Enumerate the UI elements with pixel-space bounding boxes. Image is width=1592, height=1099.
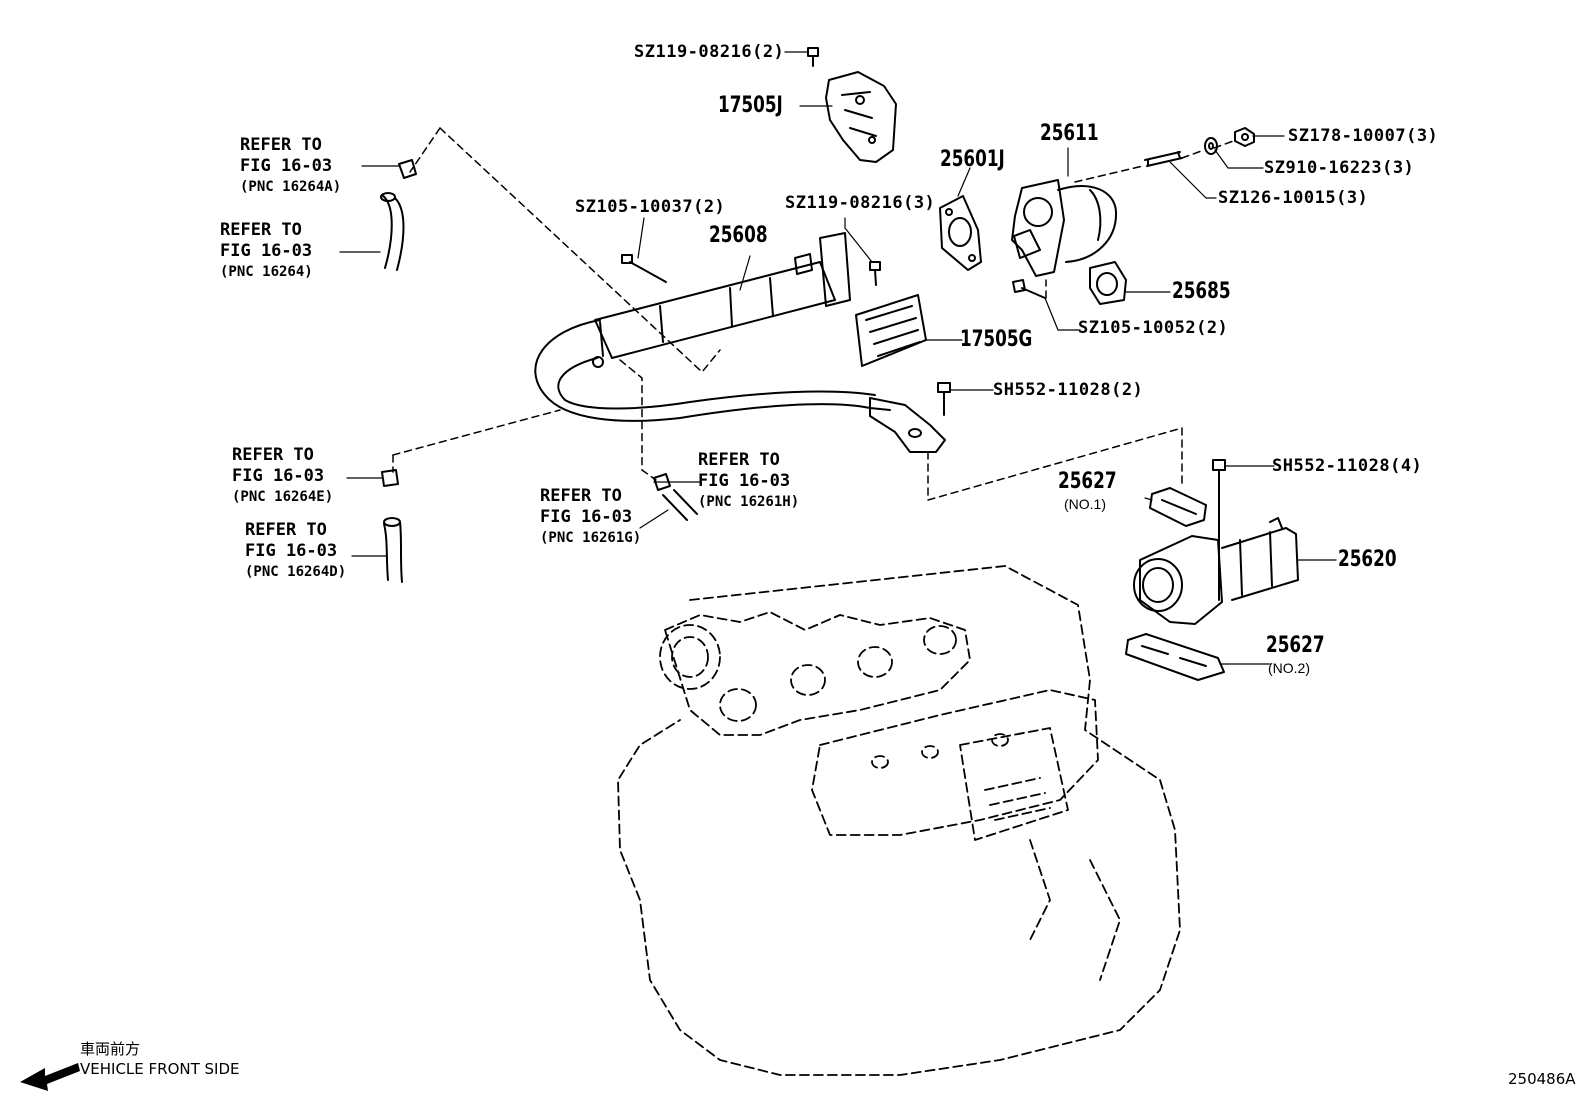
part-25685: 25685	[1172, 279, 1231, 304]
refer-block-16264d: REFER TO FIG 16-03 (PNC 16264D)	[245, 520, 346, 583]
part-17505j: 17505J	[718, 93, 783, 118]
part-17505g: 17505G	[960, 327, 1033, 352]
clamp-16264e	[381, 469, 399, 487]
stud-sz126	[1144, 151, 1183, 167]
clamp-16264a	[398, 159, 417, 179]
fastener-sz178-10007: SZ178-10007(3)	[1288, 126, 1439, 146]
part-25627-no2-sub: (NO.2)	[1268, 660, 1310, 676]
refer-block-16261g: REFER TO FIG 16-03 (PNC 16261G)	[540, 486, 641, 549]
gasket-25627-no1	[1149, 487, 1207, 527]
gasket-25627-no2	[1125, 633, 1225, 681]
part-25620: 25620	[1338, 547, 1397, 572]
vehicle-front-label-jp: 車両前方	[80, 1040, 141, 1058]
fastener-sz126-10015: SZ126-10015(3)	[1218, 188, 1369, 208]
clamp-16261h	[653, 473, 671, 491]
refer-line1: REFER TO	[245, 520, 327, 540]
nut-sz178	[1234, 127, 1255, 147]
bolt-sh552-b	[1212, 459, 1226, 601]
refer-line2: FIG 16-03	[232, 466, 325, 486]
part-25608: 25608	[709, 223, 768, 248]
pipe-25611	[1011, 179, 1118, 277]
refer-line3: (PNC 16261G)	[540, 530, 642, 546]
refer-line3: (PNC 16264A)	[240, 179, 342, 195]
fastener-sz119-08216-mid: SZ119-08216(3)	[785, 193, 936, 213]
part-25601j: 25601J	[940, 147, 1005, 172]
refer-line2: FIG 16-03	[240, 156, 333, 176]
refer-line1: REFER TO	[220, 220, 302, 240]
bolt-sz119-top	[807, 47, 819, 67]
fastener-sh552-11028-a: SH552-11028(2)	[993, 380, 1144, 400]
refer-line1: REFER TO	[698, 450, 780, 470]
refer-block-16261h: REFER TO FIG 16-03 (PNC 16261H)	[698, 450, 799, 513]
refer-block-16264a: REFER TO FIG 16-03 (PNC 16264A)	[240, 135, 341, 198]
engine-block	[617, 565, 1181, 1076]
bolt-sz105-a	[621, 254, 667, 283]
refer-line1: REFER TO	[540, 486, 622, 506]
insulator-17505g	[855, 294, 927, 367]
washer-sz910	[1204, 137, 1218, 155]
fastener-sz910-16223: SZ910-16223(3)	[1264, 158, 1415, 178]
part-25627-no2: 25627	[1266, 633, 1325, 658]
bracket-17505j	[825, 71, 897, 163]
refer-line2: FIG 16-03	[245, 541, 338, 561]
hose-16264d	[383, 517, 403, 583]
hose-16264	[380, 192, 405, 271]
gasket-25601j	[939, 195, 982, 271]
part-25627-no1-sub: (NO.1)	[1064, 496, 1106, 512]
part-25627-no1: 25627	[1058, 469, 1117, 494]
egr-cooler-25608	[534, 232, 946, 453]
refer-block-16264: REFER TO FIG 16-03 (PNC 16264)	[220, 220, 313, 283]
gasket-25685	[1089, 261, 1127, 305]
fastener-sh552-11028-b: SH552-11028(4)	[1272, 456, 1423, 476]
fastener-sz119-08216-top: SZ119-08216(2)	[634, 42, 785, 62]
refer-line1: REFER TO	[240, 135, 322, 155]
fastener-sz105-10037: SZ105-10037(2)	[575, 197, 726, 217]
refer-line3: (PNC 16264)	[220, 264, 313, 280]
bolt-sz119-mid	[869, 261, 881, 286]
fastener-sz105-10052: SZ105-10052(2)	[1078, 318, 1229, 338]
dashed-guide-lines	[392, 127, 1237, 501]
bolt-sz105-b	[1012, 279, 1046, 299]
refer-line3: (PNC 16264E)	[232, 489, 334, 505]
refer-line2: FIG 16-03	[220, 241, 313, 261]
vehicle-front-arrow-icon	[20, 1063, 80, 1091]
hose-16261g	[662, 489, 698, 521]
refer-line3: (PNC 16261H)	[698, 494, 800, 510]
figure-id: 250486A	[1508, 1070, 1576, 1088]
refer-line2: FIG 16-03	[540, 507, 633, 527]
refer-line3: (PNC 16264D)	[245, 564, 347, 580]
refer-block-16264e: REFER TO FIG 16-03 (PNC 16264E)	[232, 445, 333, 508]
refer-line2: FIG 16-03	[698, 471, 791, 491]
bolt-sh552-a	[937, 382, 951, 416]
leader-lines	[339, 51, 1337, 665]
vehicle-front-label-en: VEHICLE FRONT SIDE	[80, 1060, 240, 1078]
egr-valve-25620	[1133, 517, 1299, 625]
refer-line1: REFER TO	[232, 445, 314, 465]
part-25611: 25611	[1040, 121, 1099, 146]
